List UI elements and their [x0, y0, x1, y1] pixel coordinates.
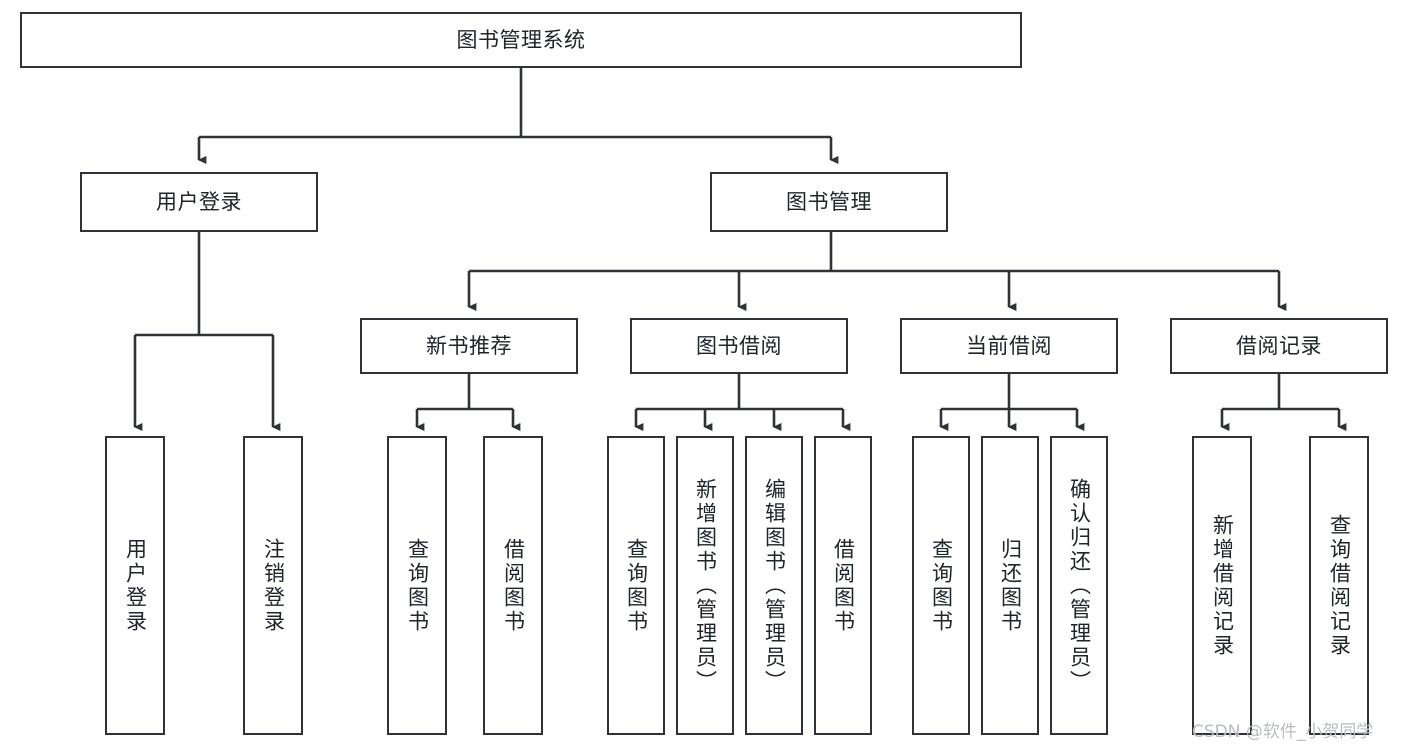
node-borrow-record-label: 借阅记录 — [1236, 333, 1322, 358]
node-leaf-borrow-book-2[interactable]: 借阅图书 — [814, 436, 872, 735]
node-book-borrow-label: 图书借阅 — [696, 333, 782, 358]
node-leaf-query-record[interactable]: 查询借阅记录 — [1309, 436, 1369, 735]
node-leaf-return-book[interactable]: 归还图书 — [981, 436, 1039, 735]
node-leaf-user-logout[interactable]: 注销登录 — [243, 436, 303, 735]
node-leaf-confirm-return-label: 确认归还（管理员） — [1067, 477, 1092, 694]
node-book-manage-label: 图书管理 — [786, 189, 872, 214]
node-leaf-add-book[interactable]: 新增图书（管理员） — [676, 436, 734, 735]
node-book-borrow[interactable]: 图书借阅 — [630, 318, 848, 374]
node-book-manage[interactable]: 图书管理 — [710, 172, 948, 232]
node-leaf-query-book-3[interactable]: 查询图书 — [912, 436, 970, 735]
node-root[interactable]: 图书管理系统 — [20, 12, 1022, 68]
node-leaf-borrow-book-1[interactable]: 借阅图书 — [483, 436, 543, 735]
node-leaf-query-book-2[interactable]: 查询图书 — [607, 436, 665, 735]
node-current-borrow-label: 当前借阅 — [966, 333, 1052, 358]
node-leaf-confirm-return[interactable]: 确认归还（管理员） — [1050, 436, 1108, 735]
node-leaf-return-book-label: 归还图书 — [998, 537, 1023, 634]
node-user-login[interactable]: 用户登录 — [80, 172, 318, 232]
node-leaf-add-book-label: 新增图书（管理员） — [693, 477, 718, 694]
node-leaf-user-login[interactable]: 用户登录 — [105, 436, 165, 735]
node-leaf-query-book-3-label: 查询图书 — [929, 537, 954, 634]
node-leaf-query-book-1-label: 查询图书 — [405, 537, 430, 634]
node-leaf-user-logout-label: 注销登录 — [261, 537, 286, 634]
node-new-book-recommend-label: 新书推荐 — [426, 333, 512, 358]
node-user-login-label: 用户登录 — [156, 189, 242, 214]
node-leaf-add-record-label: 新增借阅记录 — [1210, 513, 1235, 658]
node-leaf-query-book-1[interactable]: 查询图书 — [387, 436, 447, 735]
node-leaf-edit-book[interactable]: 编辑图书（管理员） — [745, 436, 803, 735]
node-new-book-recommend[interactable]: 新书推荐 — [360, 318, 578, 374]
node-leaf-borrow-book-2-label: 借阅图书 — [831, 537, 856, 634]
node-leaf-query-record-label: 查询借阅记录 — [1327, 513, 1352, 658]
node-leaf-user-login-label: 用户登录 — [123, 537, 148, 634]
node-leaf-query-book-2-label: 查询图书 — [624, 537, 649, 634]
watermark: CSDN @软件_小贺同学 — [1192, 722, 1374, 742]
node-borrow-record[interactable]: 借阅记录 — [1170, 318, 1388, 374]
node-leaf-edit-book-label: 编辑图书（管理员） — [762, 477, 787, 694]
node-root-label: 图书管理系统 — [456, 27, 586, 52]
node-leaf-borrow-book-1-label: 借阅图书 — [501, 537, 526, 634]
node-current-borrow[interactable]: 当前借阅 — [900, 318, 1118, 374]
node-leaf-add-record[interactable]: 新增借阅记录 — [1192, 436, 1252, 735]
